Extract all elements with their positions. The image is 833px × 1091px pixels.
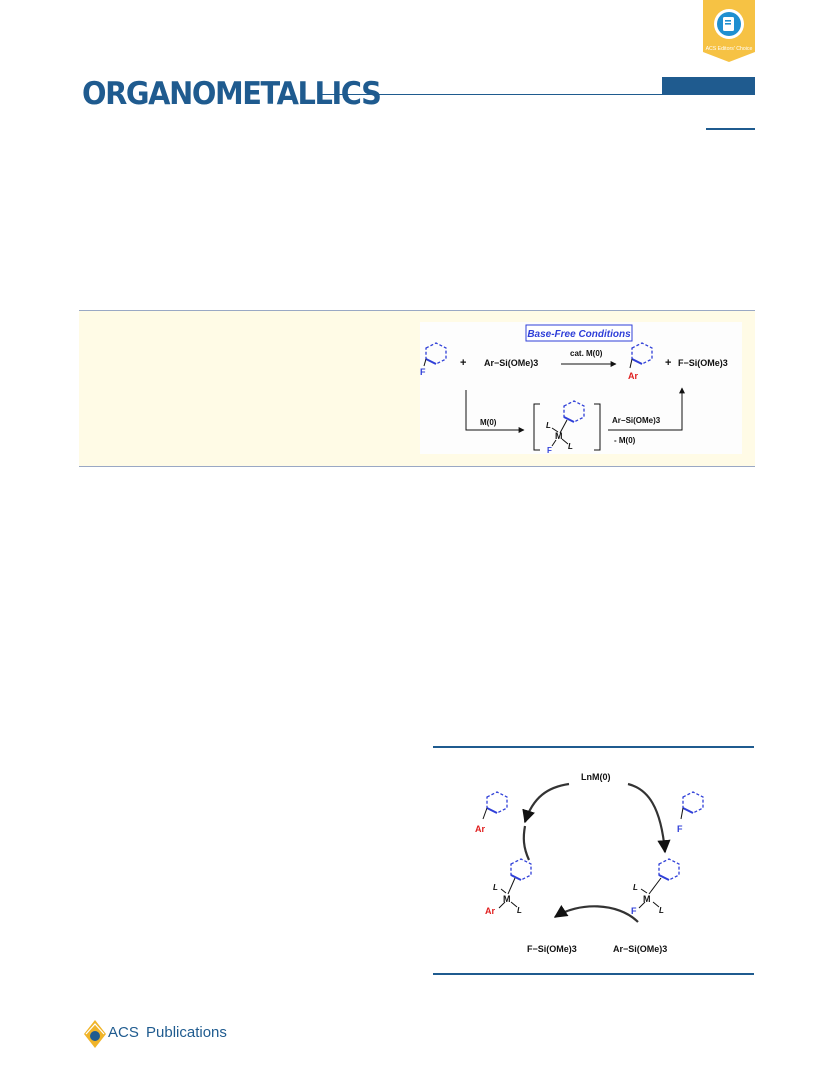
publisher-name-publications: Publications: [146, 1024, 227, 1041]
editors-choice-badge: ACS Editors' Choice: [703, 0, 755, 62]
byproduct-label: F−Si(OMe)3: [678, 358, 728, 368]
reagent-label: Ar−Si(OMe)3: [484, 358, 538, 368]
masthead-block: [662, 77, 755, 94]
product-structure: [629, 342, 653, 369]
ligand-label-2: L: [517, 906, 522, 915]
plus-sign-2: +: [665, 357, 671, 369]
aryl-fluoride-structure: [423, 342, 447, 367]
ligand-label-2: L: [568, 442, 573, 451]
ligand-label-4: L: [659, 906, 664, 915]
product-aryl-label: Ar: [475, 824, 485, 834]
metal-label: M: [555, 431, 563, 441]
substrate-fluoride-label: F: [677, 824, 683, 834]
article-type-rule: [706, 128, 755, 130]
metal-label: M: [503, 894, 511, 904]
masthead-rule: [322, 94, 755, 95]
catalytic-cycle-scheme: LnM(0) Ar F L M L Ar L M L F F−Si(OMe)3 …: [475, 772, 704, 954]
metal-label-2: M: [643, 894, 651, 904]
fluoride-complex-structure: [638, 858, 680, 909]
publisher-name-acs: ACS: [108, 1024, 139, 1041]
publisher-logo: [84, 1020, 106, 1048]
aryl-complex-structure: [498, 858, 532, 909]
plus-sign: +: [460, 357, 466, 369]
catalyst-label: LnM(0): [581, 772, 611, 782]
product-structure: [482, 791, 508, 820]
intermediate-structure: [551, 400, 585, 447]
badge-label: ACS Editors' Choice: [706, 46, 753, 52]
complex-aryl-label: Ar: [485, 906, 495, 916]
complex-fluoride-label: F: [631, 906, 637, 916]
aryl-fluoride-structure: [680, 791, 704, 820]
step2-reagent-label: Ar−Si(OMe)3: [612, 416, 661, 425]
step2-loss-label: - M(0): [614, 436, 636, 445]
aryl-label: Ar: [628, 371, 638, 381]
scheme-top-rule: [433, 746, 754, 748]
metal-reagent-label: M(0): [480, 418, 497, 427]
reagent-label: Ar−Si(OMe)3: [613, 944, 667, 954]
ligand-label: L: [546, 421, 551, 430]
intermediate-fluoride-label: F: [547, 446, 552, 454]
catalyst-label: cat. M(0): [570, 349, 603, 358]
ligand-label-3: L: [633, 883, 638, 892]
toc-graphic: Base-Free Conditions F + Ar−Si(OMe)3 cat…: [420, 322, 742, 454]
conditions-banner: Base-Free Conditions: [527, 329, 631, 340]
fluoride-label: F: [420, 367, 426, 377]
scheme-bottom-rule: [433, 973, 754, 975]
ligand-label: L: [493, 883, 498, 892]
byproduct-label: F−Si(OMe)3: [527, 944, 577, 954]
